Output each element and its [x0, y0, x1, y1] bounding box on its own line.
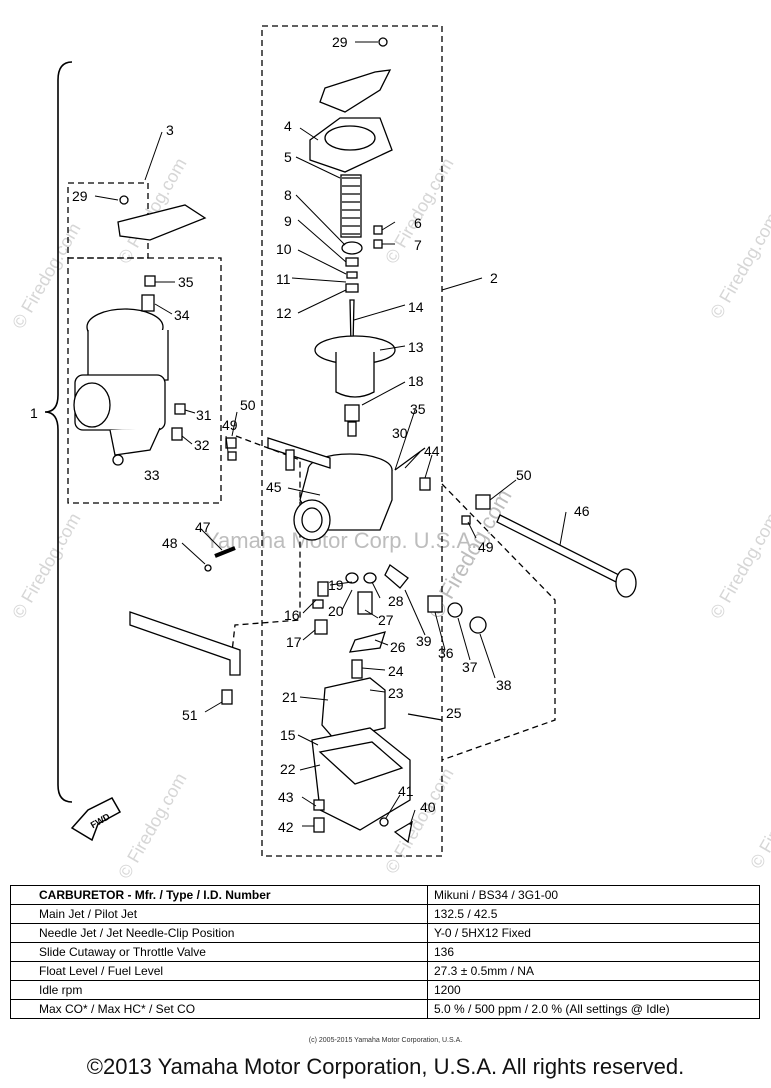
callout-19: 19 — [328, 577, 344, 593]
callout-25: 25 — [446, 705, 462, 721]
spec-label: Slide Cutaway or Throttle Valve — [10, 942, 428, 962]
callout-9: 9 — [284, 213, 292, 229]
callout-11: 11 — [276, 271, 291, 287]
spec-label: Needle Jet / Jet Needle-Clip Position — [10, 923, 428, 943]
callout-28: 28 — [388, 593, 404, 609]
callout-17: 17 — [286, 634, 302, 650]
callout-26: 26 — [390, 639, 406, 655]
callout-38: 38 — [496, 677, 512, 693]
callout-7: 7 — [414, 237, 422, 253]
callout-48: 48 — [162, 535, 178, 551]
callout-42: 42 — [278, 819, 294, 835]
spec-row: Max CO* / Max HC* / Set CO 5.0 % / 500 p… — [10, 999, 760, 1019]
callout-35: 35 — [178, 274, 194, 290]
callout-39: 39 — [416, 633, 432, 649]
left-assembly-box — [67, 257, 222, 504]
callout-46: 46 — [574, 503, 590, 519]
spec-value: 132.5 / 42.5 — [427, 904, 760, 924]
callout-8: 8 — [284, 187, 292, 203]
watermark-firedog: © Firedog.com — [8, 510, 84, 622]
footer-copyright: ©2013 Yamaha Motor Corporation, U.S.A. A… — [86, 1054, 685, 1079]
callout-37: 37 — [462, 659, 478, 675]
callout-49: 49 — [478, 539, 494, 555]
carburetor-exploded-diagram: © Firedog.com © Firedog.com © Firedog.co… — [8, 25, 771, 880]
watermark-firedog: © Firedog.com — [706, 510, 771, 622]
callout-29: 29 — [332, 34, 348, 50]
watermark-firedog: © Firedog.com — [706, 210, 771, 322]
watermark-yamaha: Yamaha Motor Corp. U.S.A. — [205, 528, 477, 553]
spec-label: Idle rpm — [10, 980, 428, 1000]
spec-row: Slide Cutaway or Throttle Valve 136 — [10, 942, 760, 962]
spec-value: Y-0 / 5HX12 Fixed — [427, 923, 760, 943]
callout-51: 51 — [182, 707, 198, 723]
spec-label: Main Jet / Pilot Jet — [10, 904, 428, 924]
callout-31: 31 — [196, 407, 212, 423]
callout-20: 20 — [328, 603, 344, 619]
watermark-firedog: © Firedog.com — [746, 760, 771, 872]
callout-47: 47 — [195, 519, 211, 535]
small-copyright: (c) 2005-2015 Yamaha Motor Corporation, … — [308, 1037, 463, 1044]
carburetor-spec-table: CARBURETOR - Mfr. / Type / I.D. Number M… — [10, 885, 760, 1019]
spec-row: Needle Jet / Jet Needle-Clip Position Y-… — [10, 923, 760, 943]
callout-50: 50 — [516, 467, 532, 483]
spec-row: Float Level / Fuel Level 27.3 ± 0.5mm / … — [10, 961, 760, 981]
spec-row: CARBURETOR - Mfr. / Type / I.D. Number M… — [10, 885, 760, 905]
callout-14: 14 — [408, 299, 424, 315]
callout-33: 33 — [144, 467, 160, 483]
callout-44: 44 — [424, 443, 440, 459]
callout-6: 6 — [414, 215, 422, 231]
spec-label: Max CO* / Max HC* / Set CO — [10, 999, 428, 1019]
watermark-firedog: © Firedog.com — [8, 220, 84, 332]
spec-value: Mikuni / BS34 / 3G1-00 — [427, 885, 760, 905]
leader-lines — [94, 41, 567, 827]
callout-23: 23 — [388, 685, 404, 701]
callout-12: 12 — [276, 305, 292, 321]
callout-15: 15 — [280, 727, 296, 743]
fwd-arrow: FWD — [70, 797, 122, 842]
callout-27: 27 — [378, 612, 394, 628]
callout-49: 49 — [222, 417, 238, 433]
callout-1: 1 — [30, 405, 38, 421]
callout-3: 3 — [166, 122, 174, 138]
spec-label: CARBURETOR - Mfr. / Type / I.D. Number — [10, 885, 428, 905]
callout-36: 36 — [438, 645, 454, 661]
callout-2: 2 — [490, 270, 498, 286]
callout-30: 30 — [392, 425, 408, 441]
callout-50: 50 — [240, 397, 256, 413]
parts-drawing — [73, 37, 637, 844]
callout-4: 4 — [284, 118, 292, 134]
callout-5: 5 — [284, 149, 292, 165]
callout-29: 29 — [72, 188, 88, 204]
spec-row: Idle rpm 1200 — [10, 980, 760, 1000]
callout-18: 18 — [408, 373, 424, 389]
spec-row: Main Jet / Pilot Jet 132.5 / 42.5 — [10, 904, 760, 924]
callout-labels: 1 2 3 4 5 6 7 8 9 10 11 12 13 14 15 16 1… — [30, 34, 590, 835]
main-assembly-box — [261, 25, 443, 857]
callout-16: 16 — [284, 607, 300, 623]
callout-24: 24 — [388, 663, 404, 679]
spec-label: Float Level / Fuel Level — [10, 961, 428, 981]
callout-45: 45 — [266, 479, 282, 495]
callout-32: 32 — [194, 437, 210, 453]
watermark-firedog: © Firedog.com — [114, 770, 190, 880]
spec-value: 136 — [427, 942, 760, 962]
spec-value: 5.0 % / 500 ppm / 2.0 % (All settings @ … — [427, 999, 760, 1019]
spec-value: 27.3 ± 0.5mm / NA — [427, 961, 760, 981]
callout-13: 13 — [408, 339, 424, 355]
callout-43: 43 — [278, 789, 294, 805]
callout-10: 10 — [276, 241, 292, 257]
spec-value: 1200 — [427, 980, 760, 1000]
callout-34: 34 — [174, 307, 190, 323]
assembly-brace — [44, 61, 73, 803]
callout-22: 22 — [280, 761, 296, 777]
callout-40: 40 — [420, 799, 436, 815]
callout-35: 35 — [410, 401, 426, 417]
callout-41: 41 — [398, 783, 414, 799]
callout-21: 21 — [282, 689, 298, 705]
